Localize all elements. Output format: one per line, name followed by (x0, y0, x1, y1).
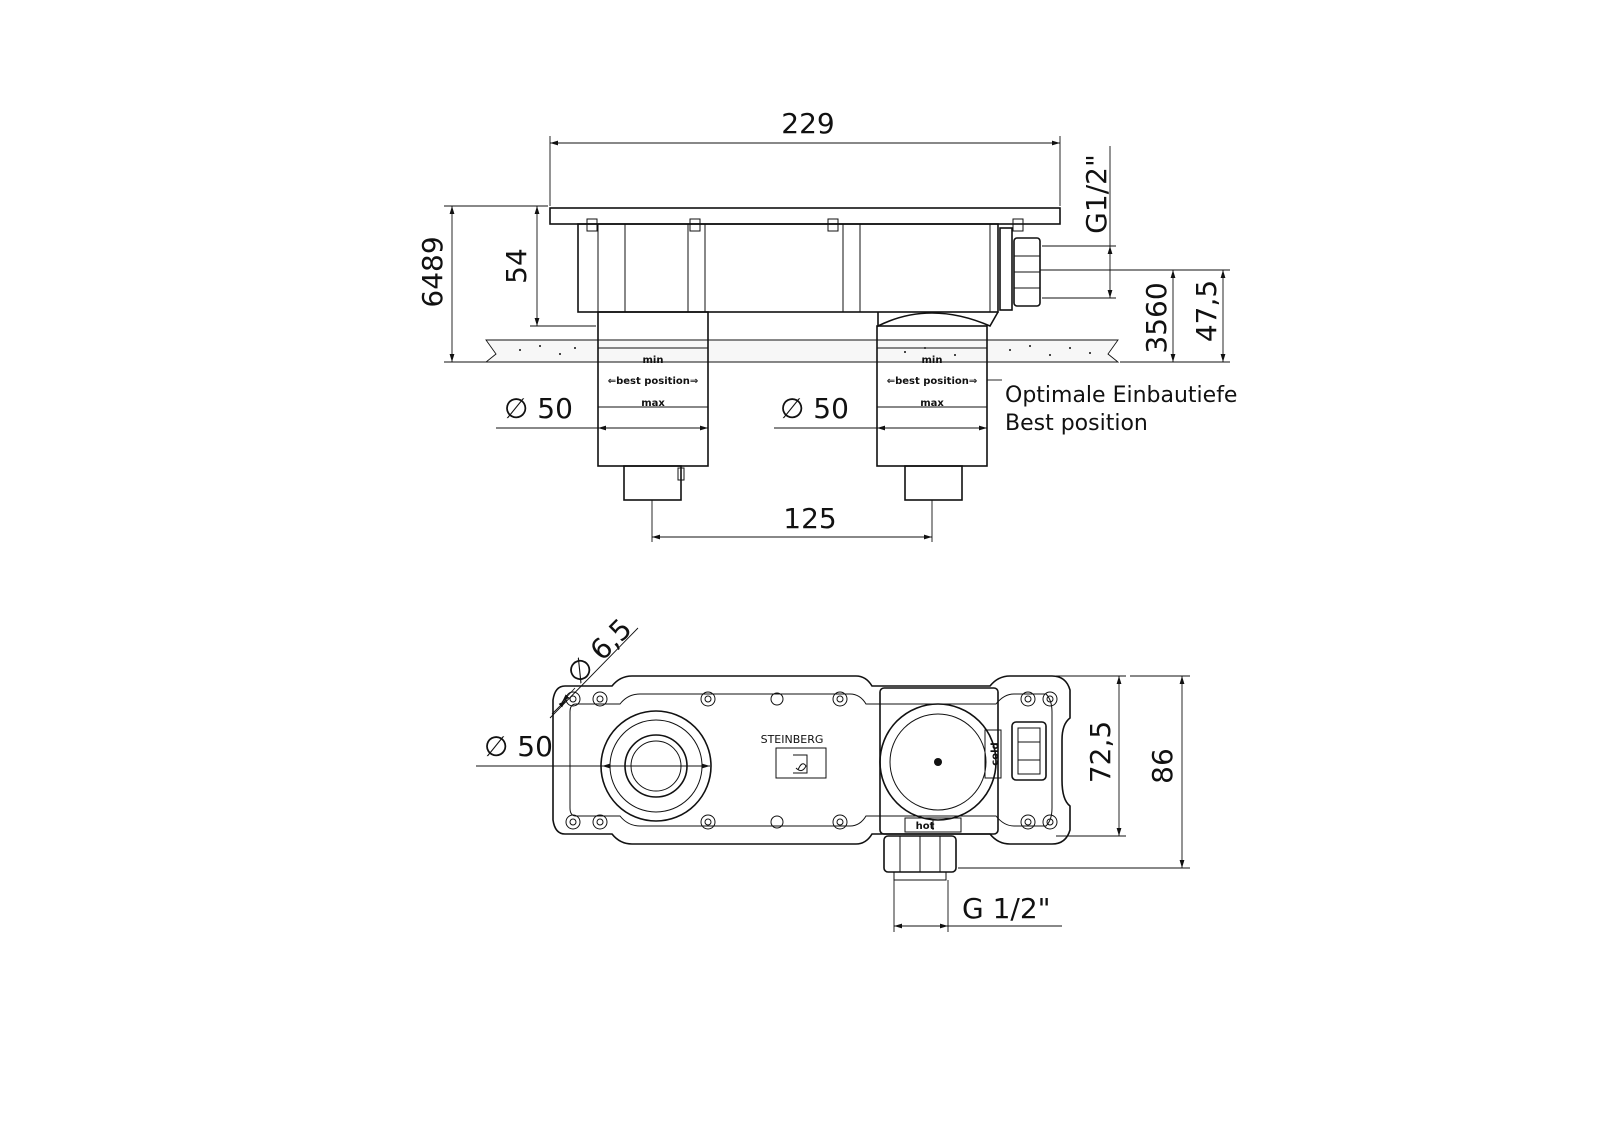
dim-54: 54 (500, 205, 596, 327)
dim-229: 229 (549, 107, 1061, 206)
front-plate-outline (552, 675, 1071, 845)
dim-thread-side-label: G1/2" (1080, 154, 1113, 234)
label-cold: cold (990, 742, 1001, 765)
dim-86: 86 (958, 675, 1190, 869)
left-sleeve (597, 311, 709, 501)
left-sleeve-max: max (641, 398, 665, 409)
dim-475-label: 47,5 (1190, 280, 1223, 342)
dim-dia-left-label: ∅ 50 (504, 392, 573, 425)
cold-inlet-nut (1011, 721, 1047, 781)
dim-dia-front: ∅ 50 (476, 730, 710, 769)
dim-dia-right: ∅ 50 (774, 392, 987, 431)
dim-86-label: 86 (1146, 748, 1179, 784)
side-view: min ⇐best position⇒ max min ⇐best positi… (416, 107, 1237, 542)
dim-72-5-label: 72,5 (1084, 721, 1117, 783)
steinberg-logo: STEINBERG (761, 733, 827, 779)
mounting-plate (549, 207, 1061, 225)
left-sleeve-min: min (643, 355, 664, 366)
dim-thread-front-label: G 1/2" (962, 892, 1051, 925)
dim-125-label: 125 (783, 502, 836, 535)
dim-125: 125 (651, 500, 933, 542)
note-best-depth-en: Best position (1005, 411, 1148, 436)
mounting-holes (565, 691, 1058, 830)
dim-3560-label: 3560 (1140, 282, 1173, 353)
dim-thread-front: G 1/2" (893, 880, 1062, 932)
dim-dia-6-5-label: ∅ 6,5 (560, 612, 638, 690)
dim-dia-left: ∅ 50 (496, 392, 708, 432)
dim-6489: 6489 (416, 205, 548, 363)
plate-screws (586, 218, 1024, 232)
right-sleeve-best: ⇐best position⇒ (887, 376, 978, 387)
dim-dia-right-label: ∅ 50 (780, 392, 849, 425)
right-sleeve-max: max (920, 398, 944, 409)
right-sleeve (876, 325, 988, 501)
hot-inlet-nut (883, 835, 957, 881)
brand-name: STEINBERG (761, 733, 824, 746)
dim-thread-side: G1/2" (1042, 146, 1116, 299)
dim-6489-label: 6489 (416, 236, 449, 307)
dim-229-label: 229 (781, 107, 834, 140)
dim-dia-front-label: ∅ 50 (484, 730, 553, 763)
mixing-body: cold hot (879, 687, 1002, 835)
valve-body (577, 223, 999, 313)
note-best-depth-de: Optimale Einbautiefe (1005, 383, 1237, 408)
label-hot: hot (916, 821, 935, 832)
left-sleeve-best: ⇐best position⇒ (608, 376, 699, 387)
side-fitting (999, 227, 1041, 311)
right-sleeve-min: min (922, 355, 943, 366)
front-view: STEINBERG cold hot (476, 612, 1190, 932)
dim-72-5: 72,5 (1056, 675, 1126, 837)
dim-54-label: 54 (500, 248, 533, 284)
wall-layer (484, 339, 1120, 363)
dim-475: 47,5 (1120, 269, 1230, 363)
